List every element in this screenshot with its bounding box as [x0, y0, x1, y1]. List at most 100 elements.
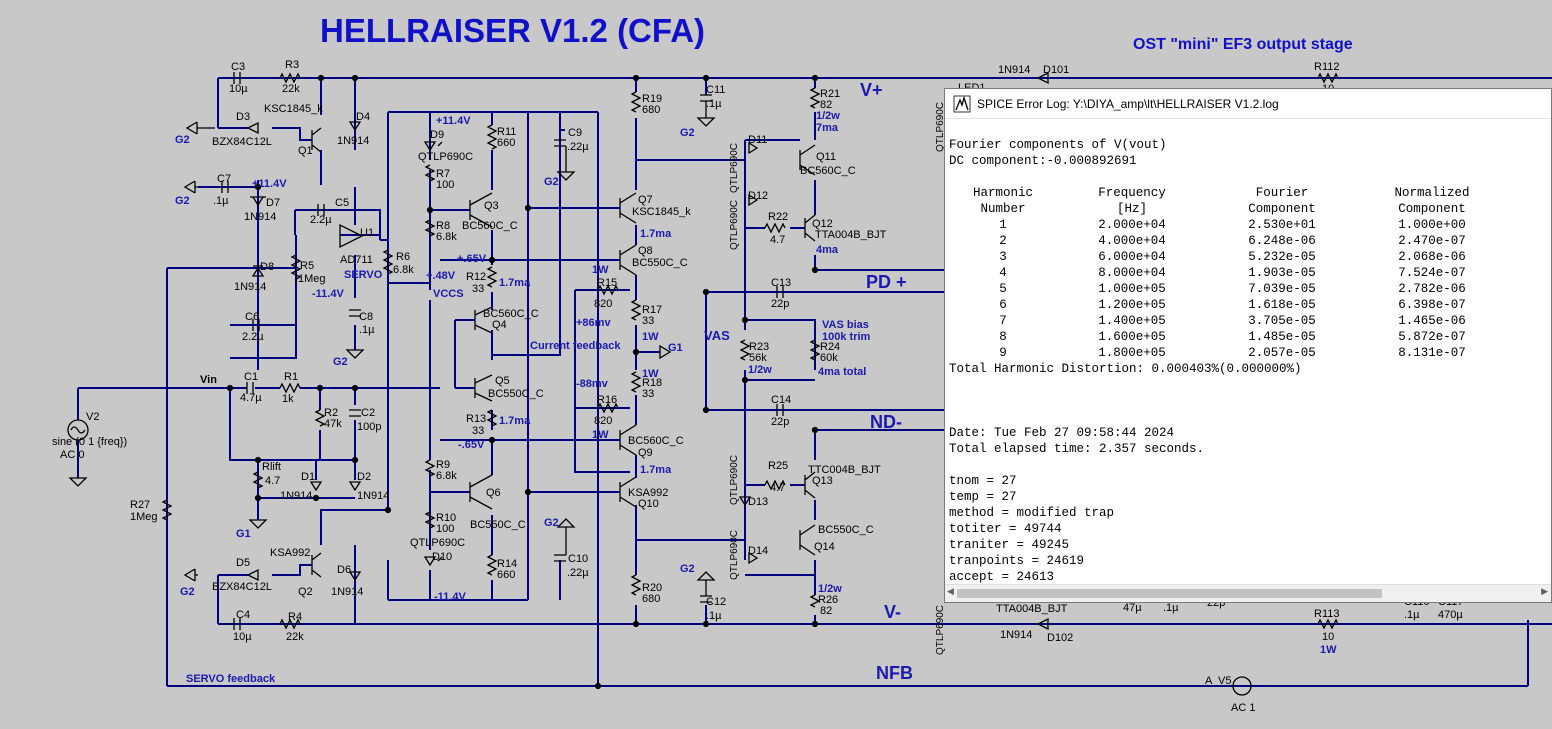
part-label-rotated: QTLP690C — [935, 605, 946, 655]
bjt-q4 — [474, 306, 493, 334]
spice-error-log-window[interactable]: SPICE Error Log: Y:\DIYA_amp\lt\HELLRAIS… — [944, 88, 1552, 603]
power-rating: 1W — [642, 368, 659, 380]
diode-part: 1N914 — [331, 586, 363, 598]
cap-ref: C6 — [245, 311, 259, 323]
fourier-cell: 4 — [999, 266, 1007, 280]
part-label-rotated: QTLP690C — [729, 455, 740, 505]
resistor-value: 47k — [324, 418, 342, 430]
fourier-cell: 3 — [999, 250, 1007, 264]
fourier-header-cell: Normalized — [1394, 186, 1470, 200]
resistor-ref: R15 — [597, 277, 617, 289]
resistor-ref: R17 — [642, 304, 662, 316]
source-ac: AC 1 — [1231, 702, 1255, 714]
cap-ref: C1 — [244, 371, 258, 383]
label-servo-feedback: SERVO feedback — [186, 673, 276, 685]
fourier-header-cell: Fourier — [1255, 186, 1309, 200]
bjt-part: KSA992 — [628, 487, 668, 499]
cap-c2 — [349, 409, 361, 417]
voltage-label: +86mv — [576, 317, 611, 329]
cap-value: 10µ — [233, 631, 252, 643]
current-label: 7ma — [816, 122, 839, 134]
fourier-header-cell: Component — [1248, 202, 1316, 216]
voltage-label: +11.4V — [252, 178, 287, 190]
cap-ref: C7 — [217, 173, 231, 185]
window-titlebar[interactable]: SPICE Error Log: Y:\DIYA_amp\lt\HELLRAIS… — [945, 89, 1551, 119]
ground-label: G2 — [175, 134, 190, 146]
resistor-ref: R5 — [300, 260, 314, 272]
scrollbar-thumb[interactable] — [957, 589, 1382, 598]
part-label-rotated: QTLP690C — [935, 102, 946, 152]
resistor-ref: R24 — [820, 341, 840, 353]
led-d12 — [748, 193, 759, 207]
power-rating: 1/2w — [818, 583, 842, 595]
diode-ref: D2 — [357, 471, 371, 483]
resistor-r24 — [809, 339, 821, 361]
resistor-ref: R7 — [436, 168, 450, 180]
sim-stat-line: tnom = 27 — [949, 474, 1017, 488]
horizontal-scrollbar[interactable]: ◀ ▶ — [945, 584, 1551, 602]
resistor-r112 — [1317, 72, 1339, 84]
fourier-cell: 2 — [999, 234, 1007, 248]
bjt-ref: Q3 — [484, 200, 499, 212]
fourier-cell: 6 — [999, 298, 1007, 312]
resistor-r3 — [279, 72, 301, 84]
fourier-cell: 1.600e+05 — [1098, 330, 1166, 344]
cap-value: 47µ — [1123, 602, 1142, 614]
fourier-cell: 2.000e+04 — [1098, 218, 1166, 232]
resistor-r26 — [809, 594, 821, 608]
cap-value: 22p — [771, 298, 789, 310]
fourier-header-cell: Number — [980, 202, 1026, 216]
fourier-cell: 1.903e-05 — [1248, 266, 1316, 280]
bjt-q12 — [804, 214, 816, 242]
source-v2 — [67, 419, 89, 441]
resistor-r7 — [424, 164, 436, 182]
bjt-q11 — [799, 144, 816, 176]
led-d9 — [423, 141, 443, 152]
resistor-value: 4.7 — [770, 482, 785, 494]
scroll-left-icon[interactable]: ◀ — [947, 586, 954, 596]
cap-c1 — [246, 382, 254, 394]
resistor-r22 — [764, 222, 786, 234]
ground-label: G2 — [180, 586, 195, 598]
log-content[interactable]: Fourier components of V(vout)DC componen… — [949, 121, 1551, 584]
diode-d7 — [250, 196, 266, 207]
bjt-q6 — [469, 474, 493, 510]
sim-stat-line: tranpoints = 24619 — [949, 554, 1085, 568]
bjt-part: BC550C_C — [488, 388, 544, 400]
diode-d102 — [1036, 617, 1049, 631]
label-vas-total: 4ma total — [818, 366, 866, 378]
scroll-right-icon[interactable]: ▶ — [1541, 586, 1548, 596]
bjt-ref: Q6 — [486, 487, 501, 499]
voltage-label: -.65V — [458, 439, 485, 451]
fourier-cell: 2.057e-05 — [1248, 346, 1316, 360]
power-rating: 1W — [592, 429, 609, 441]
ground-label: G1 — [236, 528, 251, 540]
resistor-r27 — [161, 499, 173, 521]
resistor-ref: R16 — [597, 394, 617, 406]
led-d11 — [748, 141, 759, 155]
cap-ref: C14 — [771, 394, 791, 406]
bjt-ref: Q4 — [492, 319, 507, 331]
bjt-ref: Q8 — [638, 245, 653, 257]
cap-ref: C8 — [359, 311, 373, 323]
net-ndminus: ND- — [870, 412, 902, 432]
fourier-cell: 8 — [999, 330, 1007, 344]
cap-value: 22p — [771, 416, 789, 428]
diode-part: 1N914 — [357, 490, 389, 502]
cap-value: 2.2µ — [242, 331, 264, 343]
resistor-r5 — [290, 254, 302, 283]
fourier-cell: 8.000e+04 — [1098, 266, 1166, 280]
cap-c8 — [349, 309, 361, 317]
resistor-ref: R27 — [130, 499, 150, 511]
resistor-value: 4.7 — [265, 475, 280, 487]
part-label-rotated: QTLP690C — [729, 143, 740, 193]
spice-log-icon — [953, 95, 971, 112]
voltage-label: -11.4V — [434, 591, 466, 603]
fourier-cell: 1.465e-06 — [1398, 314, 1466, 328]
cap-value: .1µ — [706, 610, 722, 622]
current-label: 1.7ma — [499, 277, 531, 289]
cap-c7 — [221, 181, 229, 193]
label-vccs: VCCS — [433, 288, 464, 300]
